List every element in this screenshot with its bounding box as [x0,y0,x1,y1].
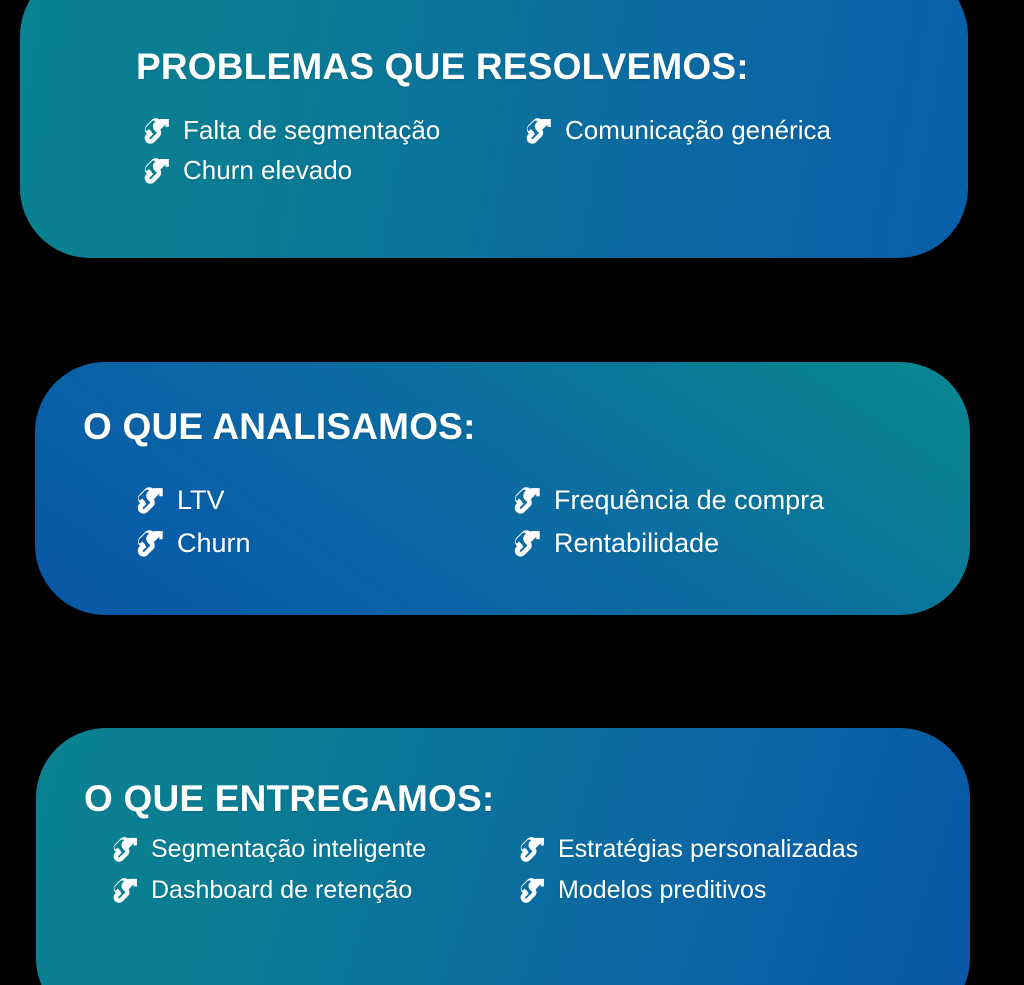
list-item-label: Rentabilidade [554,528,720,559]
bolt-arrow-icon [524,116,554,146]
bolt-arrow-icon [512,528,543,559]
list-item: Churn [135,528,490,559]
bolt-arrow-icon [518,835,547,864]
list-item-label: Modelos preditivos [558,876,767,905]
list-item-label: Churn [177,528,251,559]
benefit-list: LTV Frequência de compra [135,485,824,559]
list-item-label: Segmentação inteligente [151,835,427,864]
list-item: Segmentação inteligente [111,835,496,864]
list-item-label: LTV [177,485,225,515]
card-heading: PROBLEMAS QUE RESOLVEMOS: [136,46,749,87]
bolt-arrow-icon [111,876,140,905]
list-item: Frequência de compra [512,485,824,516]
list-item-label: Comunicação genérica [565,115,831,146]
card-content: O QUE ENTREGAMOS: Segmentação inteligent… [36,728,970,985]
bolt-arrow-icon [135,485,166,516]
list-item: Comunicação genérica [524,115,831,146]
list-item: Estratégias personalizadas [518,835,858,864]
card-problemas-que-resolvemos: PROBLEMAS QUE RESOLVEMOS: Falta de segme… [20,0,968,258]
card-content: O QUE ANALISAMOS: LTV [35,362,970,615]
bolt-arrow-icon [512,485,543,516]
bolt-arrow-icon [111,835,140,864]
list-item-label: Estratégias personalizadas [558,835,859,864]
card-heading: O QUE ENTREGAMOS: [84,778,495,819]
card-heading: O QUE ANALISAMOS: [83,406,476,447]
card-content: PROBLEMAS QUE RESOLVEMOS: Falta de segme… [20,0,968,258]
list-item: Modelos preditivos [518,876,858,905]
list-item: Falta de segmentação [142,115,502,146]
list-item: Dashboard de retenção [111,876,496,905]
card-o-que-entregamos: O QUE ENTREGAMOS: Segmentação inteligent… [36,728,970,985]
list-item-label: Falta de segmentação [183,115,441,146]
list-item: LTV [135,485,490,516]
bolt-arrow-icon [142,156,172,186]
bolt-arrow-icon [518,876,547,905]
list-item: Churn elevado [142,155,502,186]
benefit-list: Falta de segmentação Comunicação genéric… [142,115,831,186]
card-o-que-analisamos: O QUE ANALISAMOS: LTV [35,362,970,615]
benefit-list: Segmentação inteligente Estratégias pers… [111,835,858,905]
list-item-label: Churn elevado [183,155,353,186]
bolt-arrow-icon [135,528,166,559]
list-item-label: Frequência de compra [554,485,825,515]
list-item: Rentabilidade [512,528,824,559]
list-item-label: Dashboard de retenção [151,876,413,905]
bolt-arrow-icon [142,116,172,146]
